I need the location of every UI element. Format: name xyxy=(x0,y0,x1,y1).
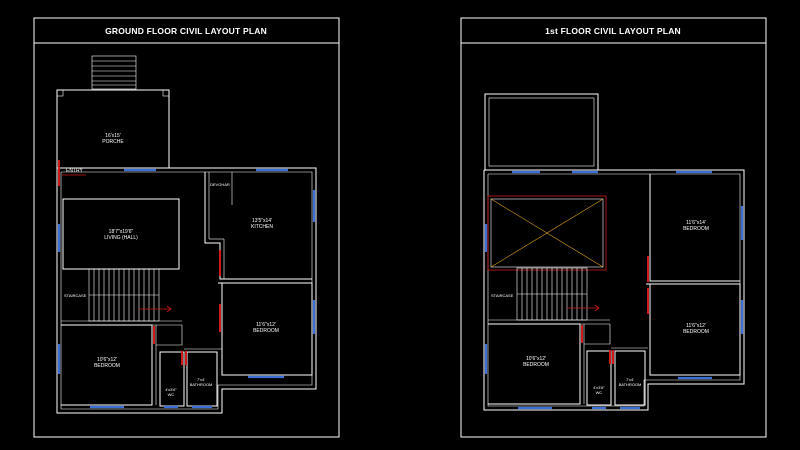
ground-windows xyxy=(57,168,316,409)
wc-size: 4'x3'6" xyxy=(593,385,605,390)
wc-name: WC xyxy=(168,392,175,397)
ground-doors xyxy=(58,160,221,365)
bed-right-name: BEDROOM xyxy=(253,328,279,334)
bed-right-size: 11'6"x12' xyxy=(256,322,276,328)
porch-size: 16'x15' xyxy=(105,133,121,139)
first-cutout xyxy=(487,195,607,271)
hall-name: LIVING (HALL) xyxy=(104,235,138,241)
bath-name: BATHROOM xyxy=(190,382,213,387)
bed-right-name: BEDROOM xyxy=(683,329,709,335)
sheet-border xyxy=(460,17,767,438)
kitchen-size: 13'5"x14' xyxy=(252,218,272,224)
bed-left-size: 10'6"x12' xyxy=(97,357,117,363)
first-bedroom-left xyxy=(488,323,585,405)
hall-size: 18'7"x19'6" xyxy=(109,229,134,235)
ground-bedroom-right xyxy=(218,282,313,376)
bath-size: 7'x4' xyxy=(626,377,634,382)
ground-wc-bath xyxy=(156,325,222,407)
first-floor-sheet: 1st FLOOR CIVIL LAYOUT PLAN 11'6"x14' BE… xyxy=(460,17,767,438)
ground-staircase xyxy=(61,268,182,326)
first-doors xyxy=(581,256,649,364)
bed-left-size: 10'6"x12' xyxy=(526,356,546,362)
bed-left-name: BEDROOM xyxy=(523,362,549,368)
kitchen-name: KITCHEN xyxy=(251,224,273,230)
bed-tr-name: BEDROOM xyxy=(683,226,709,232)
ground-bedroom-left xyxy=(61,324,157,406)
ground-outer-walls xyxy=(56,167,317,414)
wc-name: WC xyxy=(596,390,603,395)
ground-floor-sheet: GROUND FLOOR CIVIL LAYOUT PLAN 16'x15' P… xyxy=(33,17,340,438)
kitchen xyxy=(204,172,312,280)
first-staircase xyxy=(488,267,610,325)
sheet-border xyxy=(33,17,340,438)
first-windows xyxy=(484,170,744,410)
porch-name: PORCHE xyxy=(102,139,124,145)
devghar-label: DEVGHAR xyxy=(210,182,230,187)
first-balcony xyxy=(484,93,599,171)
sheet-title: GROUND FLOOR CIVIL LAYOUT PLAN xyxy=(105,26,267,36)
bed-right-size: 11'6"x12' xyxy=(686,323,706,329)
staircase-label: STAIRCASE xyxy=(491,293,514,298)
first-bedroom-right xyxy=(646,283,741,376)
wc-size: 4'x3'6" xyxy=(165,387,177,392)
porch xyxy=(56,89,170,169)
bed-tr-size: 11'6"x14' xyxy=(686,220,706,226)
first-bedroom-top-right xyxy=(649,174,740,282)
first-wc-bath xyxy=(584,324,648,406)
bed-left-name: BEDROOM xyxy=(94,363,120,369)
porch-steps xyxy=(91,55,137,90)
bath-size: 7'x4' xyxy=(197,377,205,382)
staircase-label: STAIRCASE xyxy=(64,293,87,298)
entry-label: ENTRY xyxy=(66,168,84,174)
sheet-title: 1st FLOOR CIVIL LAYOUT PLAN xyxy=(545,26,681,36)
bath-name: BATHROOM xyxy=(619,382,642,387)
first-outer-walls xyxy=(483,169,745,411)
